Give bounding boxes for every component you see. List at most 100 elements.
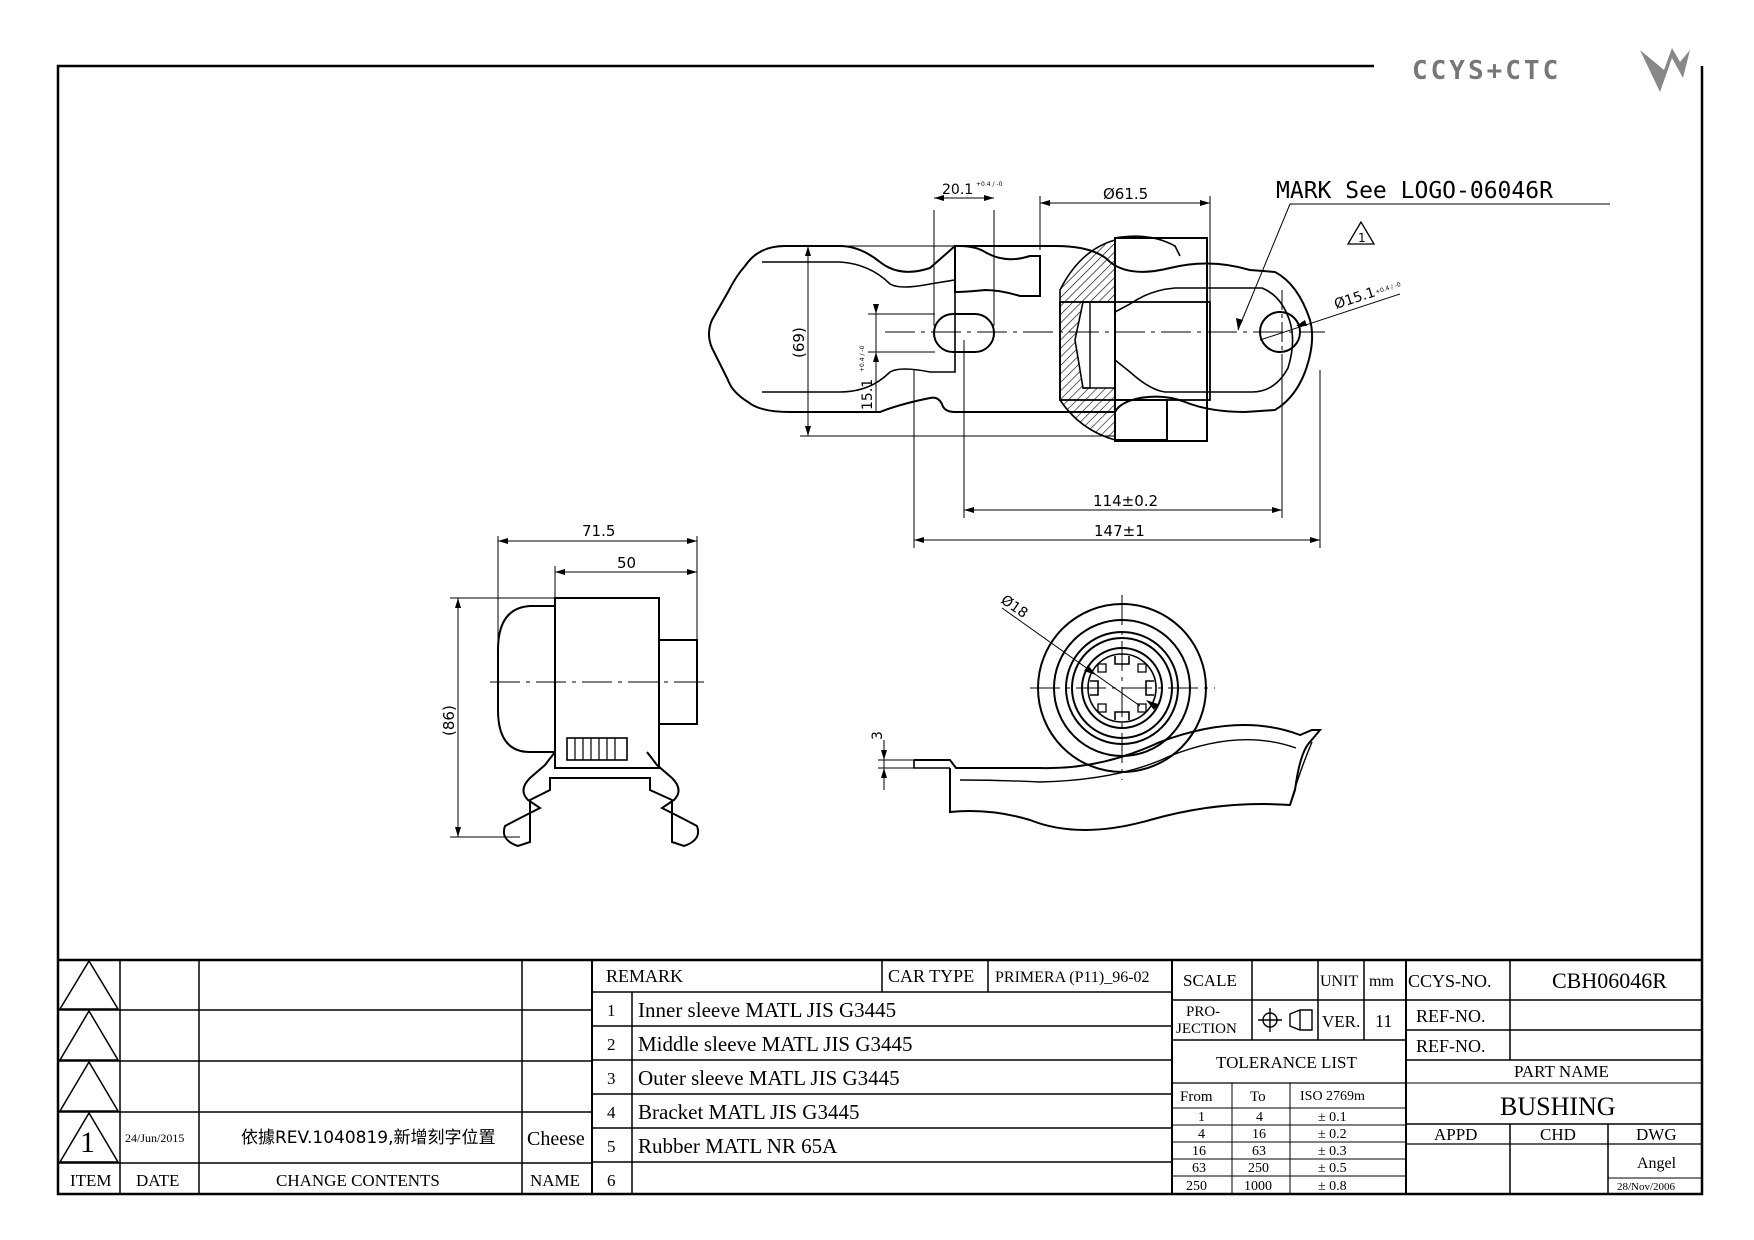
tol-value-4: ± 0.5 <box>1318 1161 1347 1176</box>
tol-from-2: 4 <box>1198 1127 1205 1142</box>
tol-to-3: 63 <box>1252 1144 1266 1159</box>
dim-3: 3 <box>870 731 886 740</box>
dim-114: 114±0.2 <box>1093 492 1158 510</box>
remarks-table: REMARK CAR TYPE PRIMERA (P11)_96-02 1 In… <box>606 966 1150 1190</box>
logo-mark-icon <box>1640 48 1690 92</box>
revision-item-1: 1 <box>80 1126 95 1159</box>
company-logo-text: CCYS+CTC <box>1412 56 1561 86</box>
remark-no-5: 5 <box>607 1137 616 1156</box>
bushing-section-hatch <box>1059 238 1116 442</box>
tol-from-1: 1 <box>1198 1110 1205 1125</box>
tolerance-title: TOLERANCE LIST <box>1216 1053 1357 1072</box>
revision-flag-icon: 1 <box>1346 220 1376 245</box>
remark-text-3: Outer sleeve MATL JIS G3445 <box>638 1066 900 1090</box>
front-view-dim-text: Ø18 3 <box>870 592 1031 740</box>
dim-20-1-tol: +0.4 / -0 <box>976 181 1003 188</box>
dim-15-1-hole-tol: +0.4 / -0 <box>1374 281 1401 296</box>
company-logo: CCYS+CTC <box>1412 48 1690 92</box>
title-block-grid <box>58 958 1702 1194</box>
bushing-outer-sleeve <box>1114 237 1208 442</box>
side-view-bracket <box>502 751 700 848</box>
remark-text-1: Inner sleeve MATL JIS G3445 <box>638 998 896 1022</box>
remark-header: REMARK <box>606 966 683 986</box>
tol-to-5: 1000 <box>1244 1179 1272 1194</box>
spec-table: SCALE UNIT mm PRO- JECTION VER. 11 TOLER… <box>1176 971 1394 1194</box>
remark-no-1: 1 <box>607 1001 616 1020</box>
dim-71-5: 71.5 <box>582 522 615 540</box>
side-view <box>490 597 705 848</box>
top-view-bracket-outline <box>954 245 1041 297</box>
scale-label: SCALE <box>1183 971 1237 990</box>
remark-no-4: 4 <box>607 1103 616 1122</box>
ccys-no-label: CCYS-NO. <box>1408 971 1492 991</box>
dim-15-1-vertical: 15.1 <box>860 379 876 410</box>
part-title-block: CCYS-NO. CBH06046R REF-NO. REF-NO. PART … <box>1408 968 1677 1193</box>
top-view-dim-text: 20.1 +0.4 / -0 Ø61.5 (69) 15.1 +0.4 / -0… <box>790 181 1402 540</box>
revision-date-1: 24/Jun/2015 <box>125 1131 184 1145</box>
remark-no-2: 2 <box>607 1035 616 1054</box>
remark-text-5: Rubber MATL NR 65A <box>638 1134 838 1158</box>
revision-table: 1 24/Jun/2015 依據REV.1040819,新增刻字位置 Chees… <box>70 1126 585 1190</box>
dim-69: (69) <box>790 327 808 358</box>
dim-86: (86) <box>440 705 458 736</box>
unit-value: mm <box>1369 973 1394 990</box>
top-view-arrowheads <box>805 195 1320 543</box>
appd-label: APPD <box>1434 1125 1477 1144</box>
dwg-date: 28/Nov/2006 <box>1617 1181 1676 1193</box>
tol-from-5: 250 <box>1186 1179 1207 1194</box>
tol-header-iso: ISO 2769m <box>1300 1089 1365 1104</box>
tol-value-3: ± 0.3 <box>1318 1144 1347 1159</box>
tol-header-to: To <box>1250 1089 1266 1105</box>
projection-label-1: PRO- <box>1186 1004 1220 1020</box>
remark-text-2: Middle sleeve MATL JIS G3445 <box>638 1032 913 1056</box>
dim-20-1: 20.1 <box>942 182 973 198</box>
dim-18: Ø18 <box>998 592 1031 622</box>
dim-61-5: Ø61.5 <box>1103 185 1148 203</box>
header-name: NAME <box>530 1171 580 1190</box>
top-view <box>708 235 1325 442</box>
ref-no-label-2: REF-NO. <box>1416 1036 1486 1056</box>
header-change-contents: CHANGE CONTENTS <box>276 1171 440 1190</box>
tol-to-1: 4 <box>1256 1110 1263 1125</box>
ref-no-label-1: REF-NO. <box>1416 1006 1486 1026</box>
tol-from-3: 16 <box>1192 1144 1206 1159</box>
side-view-dimensions <box>450 536 698 838</box>
dim-147: 147±1 <box>1094 522 1145 540</box>
dwg-label: DWG <box>1636 1125 1677 1144</box>
sheet-border <box>56 64 1704 1196</box>
car-type-value: PRIMERA (P11)_96-02 <box>995 969 1150 986</box>
header-date: DATE <box>136 1171 179 1190</box>
front-view <box>913 595 1323 831</box>
dwg-value: Angel <box>1637 1155 1677 1172</box>
tol-value-2: ± 0.2 <box>1318 1127 1347 1142</box>
side-view-dim-text: 71.5 50 (86) <box>440 522 636 736</box>
side-view-rubber-dome <box>497 605 555 753</box>
mark-note: MARK See LOGO-06046R <box>1276 178 1553 204</box>
tol-to-4: 250 <box>1248 1161 1269 1176</box>
front-view-arrowheads <box>881 665 1158 778</box>
remark-no-3: 3 <box>607 1069 616 1088</box>
remark-no-6: 6 <box>607 1171 616 1190</box>
tol-value-1: ± 0.1 <box>1318 1110 1347 1125</box>
side-view-arrowheads <box>455 538 697 837</box>
revision-name-1: Cheese <box>527 1128 585 1150</box>
part-name-value: BUSHING <box>1500 1092 1616 1121</box>
revision-content-1: 依據REV.1040819,新增刻字位置 <box>241 1128 496 1148</box>
car-type-label: CAR TYPE <box>888 966 974 986</box>
ver-label: VER. <box>1322 1012 1360 1031</box>
tol-to-2: 16 <box>1252 1127 1266 1142</box>
chd-label: CHD <box>1540 1125 1576 1144</box>
part-name-label: PART NAME <box>1514 1062 1609 1081</box>
dim-15-1-vertical-tol: +0.4 / -0 <box>859 345 866 372</box>
ver-value: 11 <box>1375 1011 1392 1031</box>
dim-50: 50 <box>617 554 636 572</box>
ccys-no-value: CBH06046R <box>1552 968 1667 993</box>
header-item: ITEM <box>70 1171 112 1190</box>
top-view-dimensions <box>800 196 1610 548</box>
tol-from-4: 63 <box>1192 1161 1206 1176</box>
projection-label-2: JECTION <box>1176 1021 1237 1037</box>
tol-header-from: From <box>1180 1089 1213 1105</box>
svg-text:1: 1 <box>1358 231 1366 245</box>
projection-symbol-icon <box>1258 1008 1313 1032</box>
